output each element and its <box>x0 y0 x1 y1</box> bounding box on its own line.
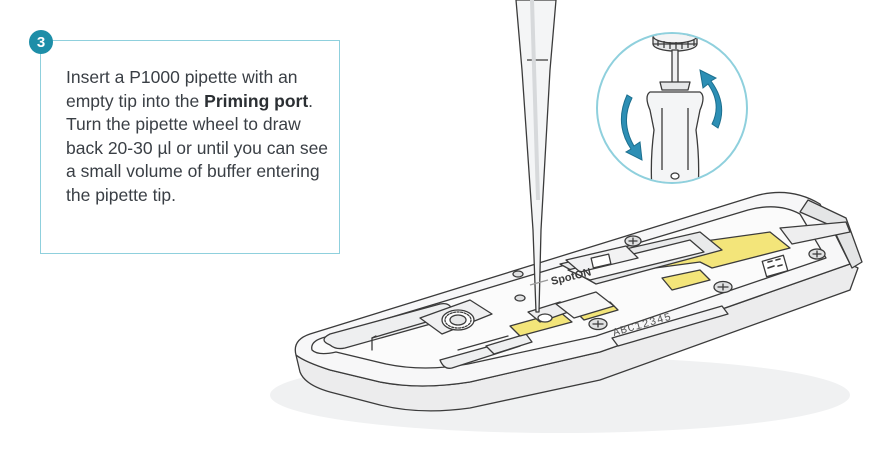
step-number-badge: 3 <box>29 30 53 54</box>
pipette-wheel-zoom <box>597 29 747 190</box>
